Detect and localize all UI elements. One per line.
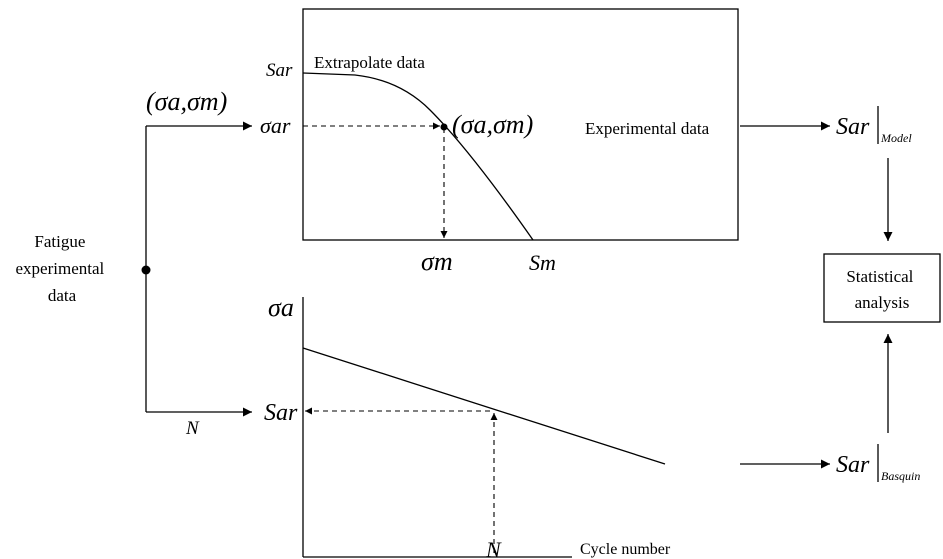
bottom-y-axis-label: σa bbox=[268, 293, 294, 322]
bottom-x-tick-n: N bbox=[485, 537, 502, 559]
svg-text:Sar: Sar bbox=[836, 114, 870, 140]
experimental-point bbox=[440, 123, 448, 131]
top-y-label-sar: Sar bbox=[266, 60, 293, 81]
svg-text:Basquin: Basquin bbox=[881, 469, 920, 483]
source-label: Fatigue experimental data bbox=[16, 232, 109, 305]
model-output-label: Sar Model bbox=[836, 106, 912, 145]
top-x-label-sigma-m: σm bbox=[421, 247, 453, 276]
svg-text:Model: Model bbox=[880, 131, 912, 145]
failure-curve bbox=[302, 72, 534, 241]
experimental-label: Experimental data bbox=[585, 119, 710, 138]
top-plot bbox=[302, 8, 739, 241]
basquin-output-label: Sar Basquin bbox=[836, 444, 920, 483]
bottom-y-tick-sar: Sar bbox=[264, 400, 298, 426]
top-y-label-sigma-ar: σar bbox=[260, 113, 291, 138]
top-plot-frame bbox=[302, 8, 739, 241]
branch-bottom-label: N bbox=[185, 418, 200, 439]
branch-connector bbox=[141, 121, 252, 417]
bottom-x-axis-label: Cycle number bbox=[580, 541, 671, 558]
basquin-line bbox=[302, 347, 666, 465]
source-node bbox=[141, 265, 151, 275]
point-label: (σa,σm) bbox=[452, 110, 533, 139]
svg-text:Statistical analysis: Statistical analysis bbox=[846, 267, 917, 312]
statistical-analysis-box: Statistical analysis bbox=[823, 253, 941, 323]
top-x-label-sm: Sm bbox=[529, 250, 556, 275]
svg-text:Sar: Sar bbox=[836, 452, 870, 478]
extrapolate-label: Extrapolate data bbox=[314, 53, 425, 72]
bottom-plot bbox=[302, 297, 666, 558]
branch-top-label: (σa,σm) bbox=[146, 87, 227, 116]
